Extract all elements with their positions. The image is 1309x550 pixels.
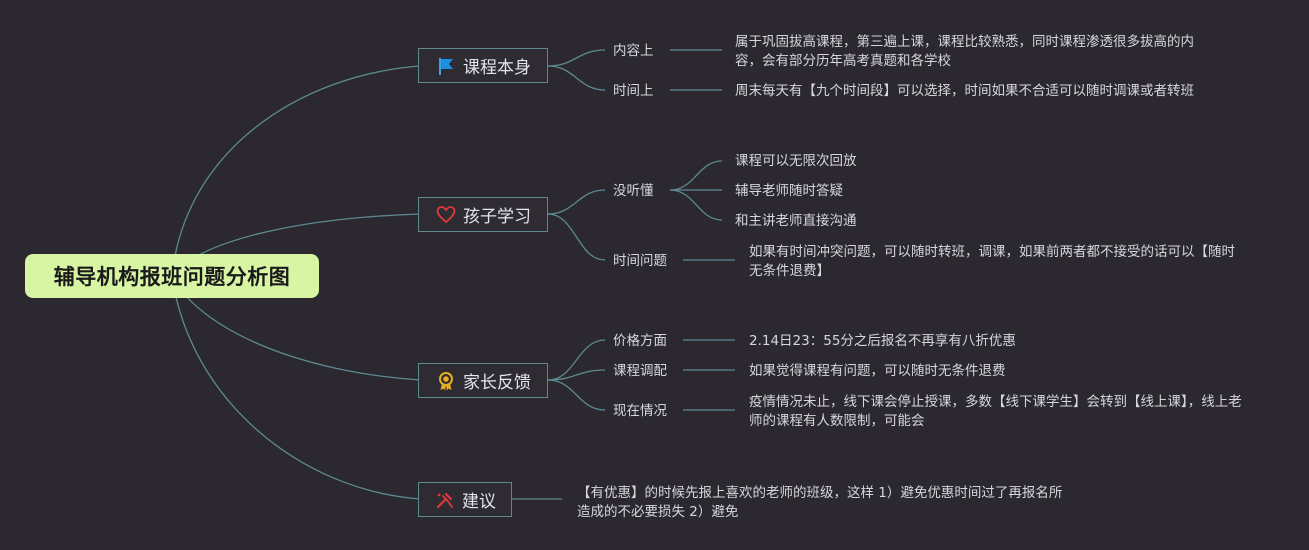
connector-root-advice	[171, 275, 421, 500]
note-price[interactable]: 2.14日23：55分之后报名不再享有八折优惠	[749, 333, 1016, 349]
root-topic-title: 辅导机构报班问题分析图	[53, 265, 291, 289]
tools-icon	[434, 489, 456, 511]
topic-courses[interactable]: 课程本身	[418, 48, 548, 83]
heart-icon	[435, 204, 457, 226]
connector-child-schedule	[547, 213, 606, 261]
connector-confused-note1	[669, 160, 723, 191]
subtopic-time-conflict[interactable]: 时间问题	[613, 253, 667, 269]
connector-parent-price	[547, 339, 606, 381]
topic-parent-feedback[interactable]: 家长反馈	[418, 363, 548, 398]
note-time[interactable]: 周末每天有【九个时间段】可以选择，时间如果不合适可以随时调课或者转班	[735, 83, 1194, 99]
subtopic-content[interactable]: 内容上	[613, 43, 654, 59]
subtopic-current-status[interactable]: 现在情况	[613, 403, 667, 419]
topic-child-learning-label: 孩子学习	[463, 207, 531, 227]
flag-icon	[435, 55, 457, 77]
topic-courses-label: 课程本身	[463, 58, 531, 78]
topic-child-learning[interactable]: 孩子学习	[418, 197, 548, 232]
note-content[interactable]: 属于巩固拔高课程，第三遍上课，课程比较熟悉，同时课程渗透很多拔高的内容，会有部分…	[735, 34, 1194, 69]
award-icon	[435, 370, 457, 392]
note-time-conflict[interactable]: 如果有时间冲突问题，可以随时转班，调课，如果前两者都不接受的话可以【随时无条件退…	[749, 244, 1235, 279]
connector-child-confused	[547, 189, 606, 215]
connector-confused-note3	[669, 189, 723, 221]
connector-courses-content	[547, 49, 606, 67]
note-current-status[interactable]: 疫情情况未止，线下课会停止授课，多数【线下课学生】会转到【线上课】，线上老师的课…	[749, 394, 1242, 429]
note-tutor[interactable]: 辅导老师随时答疑	[735, 183, 843, 199]
topic-advice-label: 建议	[462, 492, 496, 512]
topic-parent-feedback-label: 家长反馈	[463, 373, 531, 393]
note-lecturer[interactable]: 和主讲老师直接沟通	[735, 213, 857, 229]
note-course-adjust[interactable]: 如果觉得课程有问题，可以随时无条件退费	[749, 363, 1006, 379]
subtopic-not-understood[interactable]: 没听懂	[613, 183, 654, 199]
subtopic-price[interactable]: 价格方面	[613, 333, 667, 349]
subtopic-time[interactable]: 时间上	[613, 83, 654, 99]
root-topic[interactable]: 辅导机构报班问题分析图	[25, 254, 319, 298]
connector-courses-time	[547, 65, 606, 91]
connector-parent-adjust	[547, 369, 606, 381]
connector-root-courses	[171, 65, 421, 277]
note-replay[interactable]: 课程可以无限次回放	[735, 153, 857, 169]
subtopic-course-adjust[interactable]: 课程调配	[613, 363, 667, 379]
topic-advice[interactable]: 建议	[418, 482, 512, 517]
note-advice[interactable]: 【有优惠】的时候先报上喜欢的老师的班级，这样 1）避免优惠时间过了再报名所造成的…	[577, 485, 1063, 520]
connector-parent-status	[547, 379, 606, 411]
